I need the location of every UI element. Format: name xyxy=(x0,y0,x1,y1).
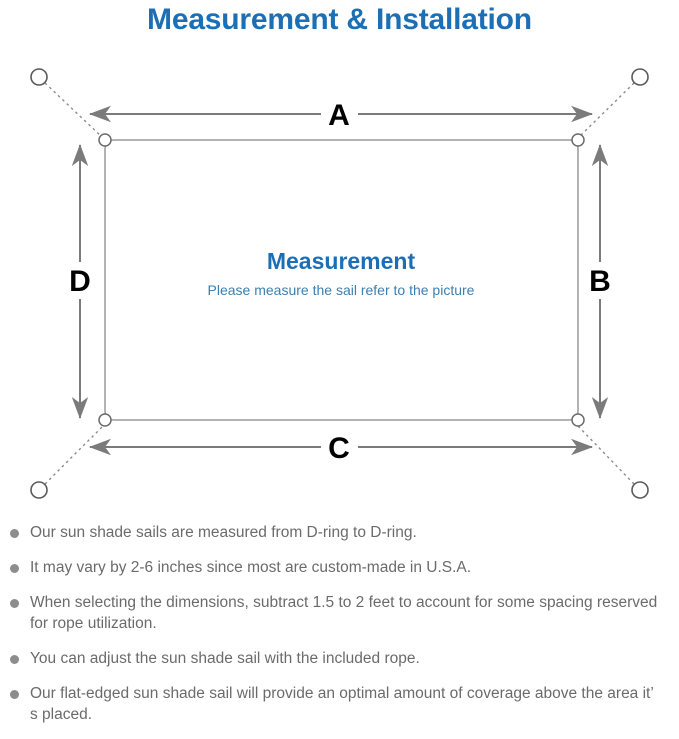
anchor-ring-bottom-left xyxy=(30,481,48,499)
list-item: You can adjust the sun shade sail with t… xyxy=(0,648,679,669)
bullet-icon xyxy=(10,529,19,538)
list-item: When selecting the dimensions, subtract … xyxy=(0,592,679,634)
list-item: Our sun shade sails are measured from D-… xyxy=(0,522,679,543)
dimension-b-label: B xyxy=(589,265,611,298)
note-text: When selecting the dimensions, subtract … xyxy=(30,594,658,632)
anchor-ring-top-right xyxy=(631,68,649,86)
list-item: It may vary by 2-6 inches since most are… xyxy=(0,557,679,578)
d-rings xyxy=(98,133,585,427)
d-ring-bottom-right xyxy=(571,413,585,427)
page-title: Measurement & Installation xyxy=(147,3,532,36)
dimension-b: B xyxy=(589,144,611,419)
d-ring-top-right xyxy=(571,133,585,147)
note-text: It may vary by 2-6 inches since most are… xyxy=(30,559,472,576)
anchor-ring-top-left xyxy=(30,68,48,86)
d-ring-bottom-left xyxy=(98,413,112,427)
bullet-icon xyxy=(10,690,19,699)
note-text: Our flat-edged sun shade sail will provi… xyxy=(30,685,654,723)
sail-rectangle xyxy=(104,139,579,421)
bullet-icon xyxy=(10,564,19,573)
diagram-center-title: Measurement xyxy=(267,248,416,274)
bullet-icon xyxy=(10,655,19,664)
dimension-c: C xyxy=(89,432,593,465)
d-ring-top-left xyxy=(98,133,112,147)
diagram-center-subtitle: Please measure the sail refer to the pic… xyxy=(208,282,475,298)
dimension-c-label: C xyxy=(328,432,350,465)
note-text: You can adjust the sun shade sail with t… xyxy=(30,650,420,667)
rope-line-top-left xyxy=(44,82,104,139)
sail-measurement-diagram: A C D B Measurement Please me xyxy=(0,44,679,514)
dimension-d: D xyxy=(69,144,91,419)
dimension-a: A xyxy=(89,99,593,132)
dimension-a-label: A xyxy=(328,99,350,132)
anchor-ring-bottom-right xyxy=(631,481,649,499)
note-text: Our sun shade sails are measured from D-… xyxy=(30,524,417,541)
notes-list: Our sun shade sails are measured from D-… xyxy=(0,522,679,739)
dimension-d-label: D xyxy=(69,265,91,298)
list-item: Our flat-edged sun shade sail will provi… xyxy=(0,683,679,725)
rope-line-bottom-left xyxy=(44,425,104,485)
rope-lines xyxy=(44,82,635,485)
rope-line-bottom-right xyxy=(577,425,635,485)
anchor-rings xyxy=(30,68,649,499)
bullet-icon xyxy=(10,599,19,608)
rope-line-top-right xyxy=(577,82,635,139)
